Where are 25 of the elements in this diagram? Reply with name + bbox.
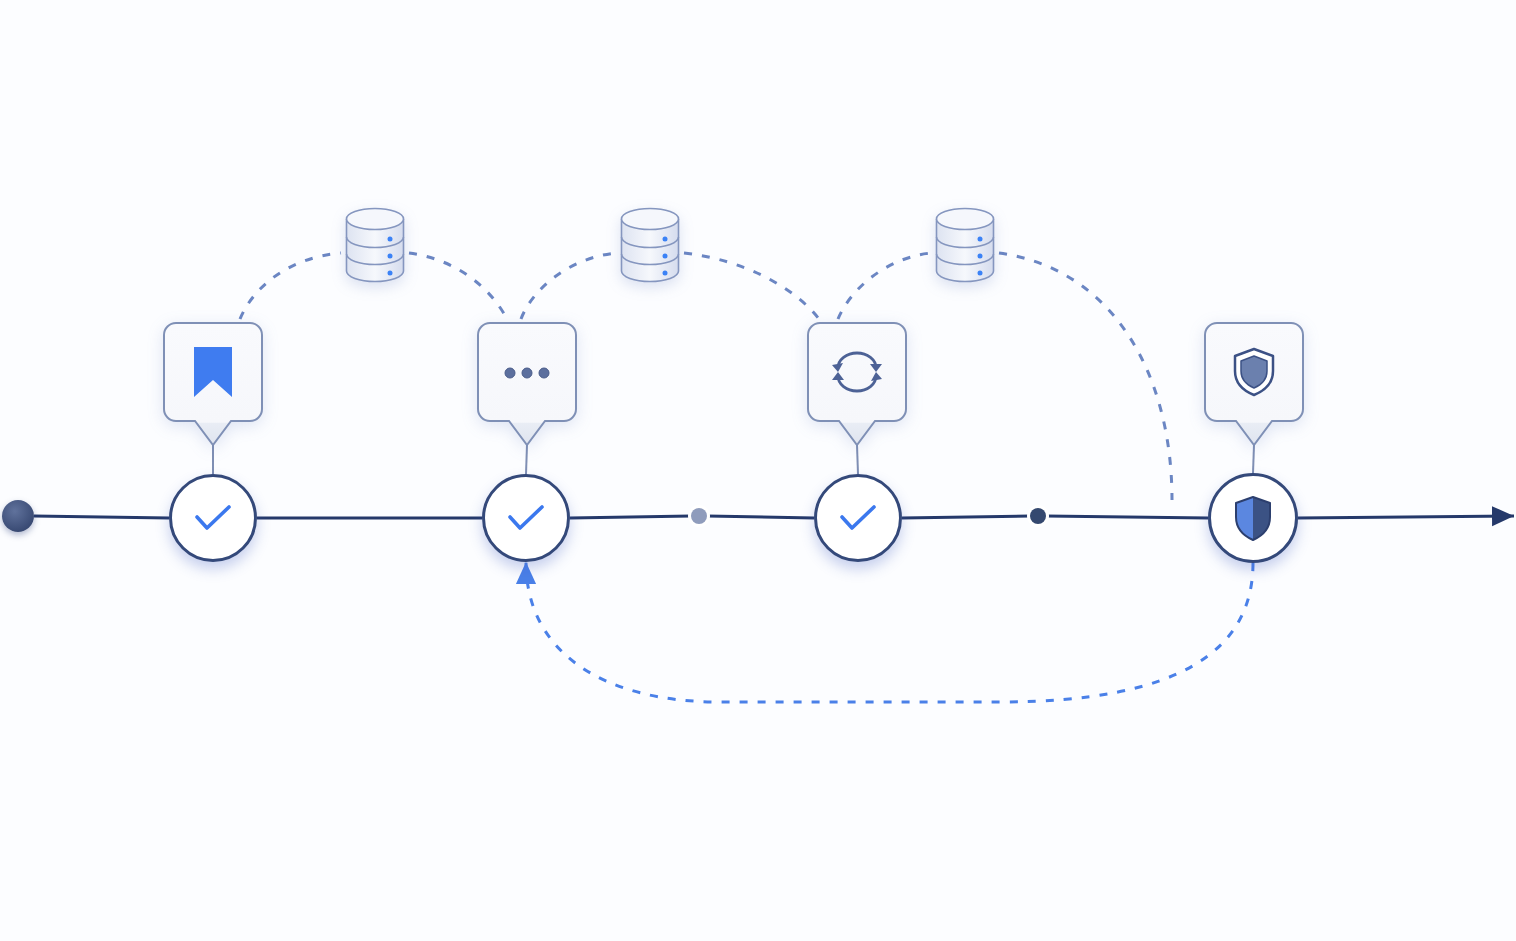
milestone-circle — [814, 474, 902, 562]
dashed-connector — [998, 251, 1174, 501]
leader-line — [525, 444, 528, 475]
database-icon — [935, 207, 995, 283]
milestone-circle — [1208, 473, 1298, 563]
leader-line — [856, 444, 859, 475]
dashed-connector — [238, 251, 342, 320]
return-arrow — [517, 561, 1255, 704]
leader-line — [1252, 444, 1255, 474]
timeline-dot — [1030, 508, 1046, 524]
milestone-circle — [482, 474, 570, 562]
milestone-circle — [169, 474, 257, 562]
callout-box — [1204, 322, 1304, 445]
timeline-arrow — [1298, 506, 1514, 527]
database-icon — [620, 207, 680, 283]
start-dot — [2, 500, 34, 532]
leader-line — [212, 444, 214, 475]
timeline-line — [33, 514, 170, 520]
timeline-line — [257, 516, 482, 520]
callout-box — [807, 322, 907, 445]
database-icon — [345, 207, 405, 283]
dashed-connector — [683, 251, 821, 320]
callout-box — [163, 322, 263, 445]
callout-box — [477, 322, 577, 445]
timeline-dot — [691, 508, 707, 524]
